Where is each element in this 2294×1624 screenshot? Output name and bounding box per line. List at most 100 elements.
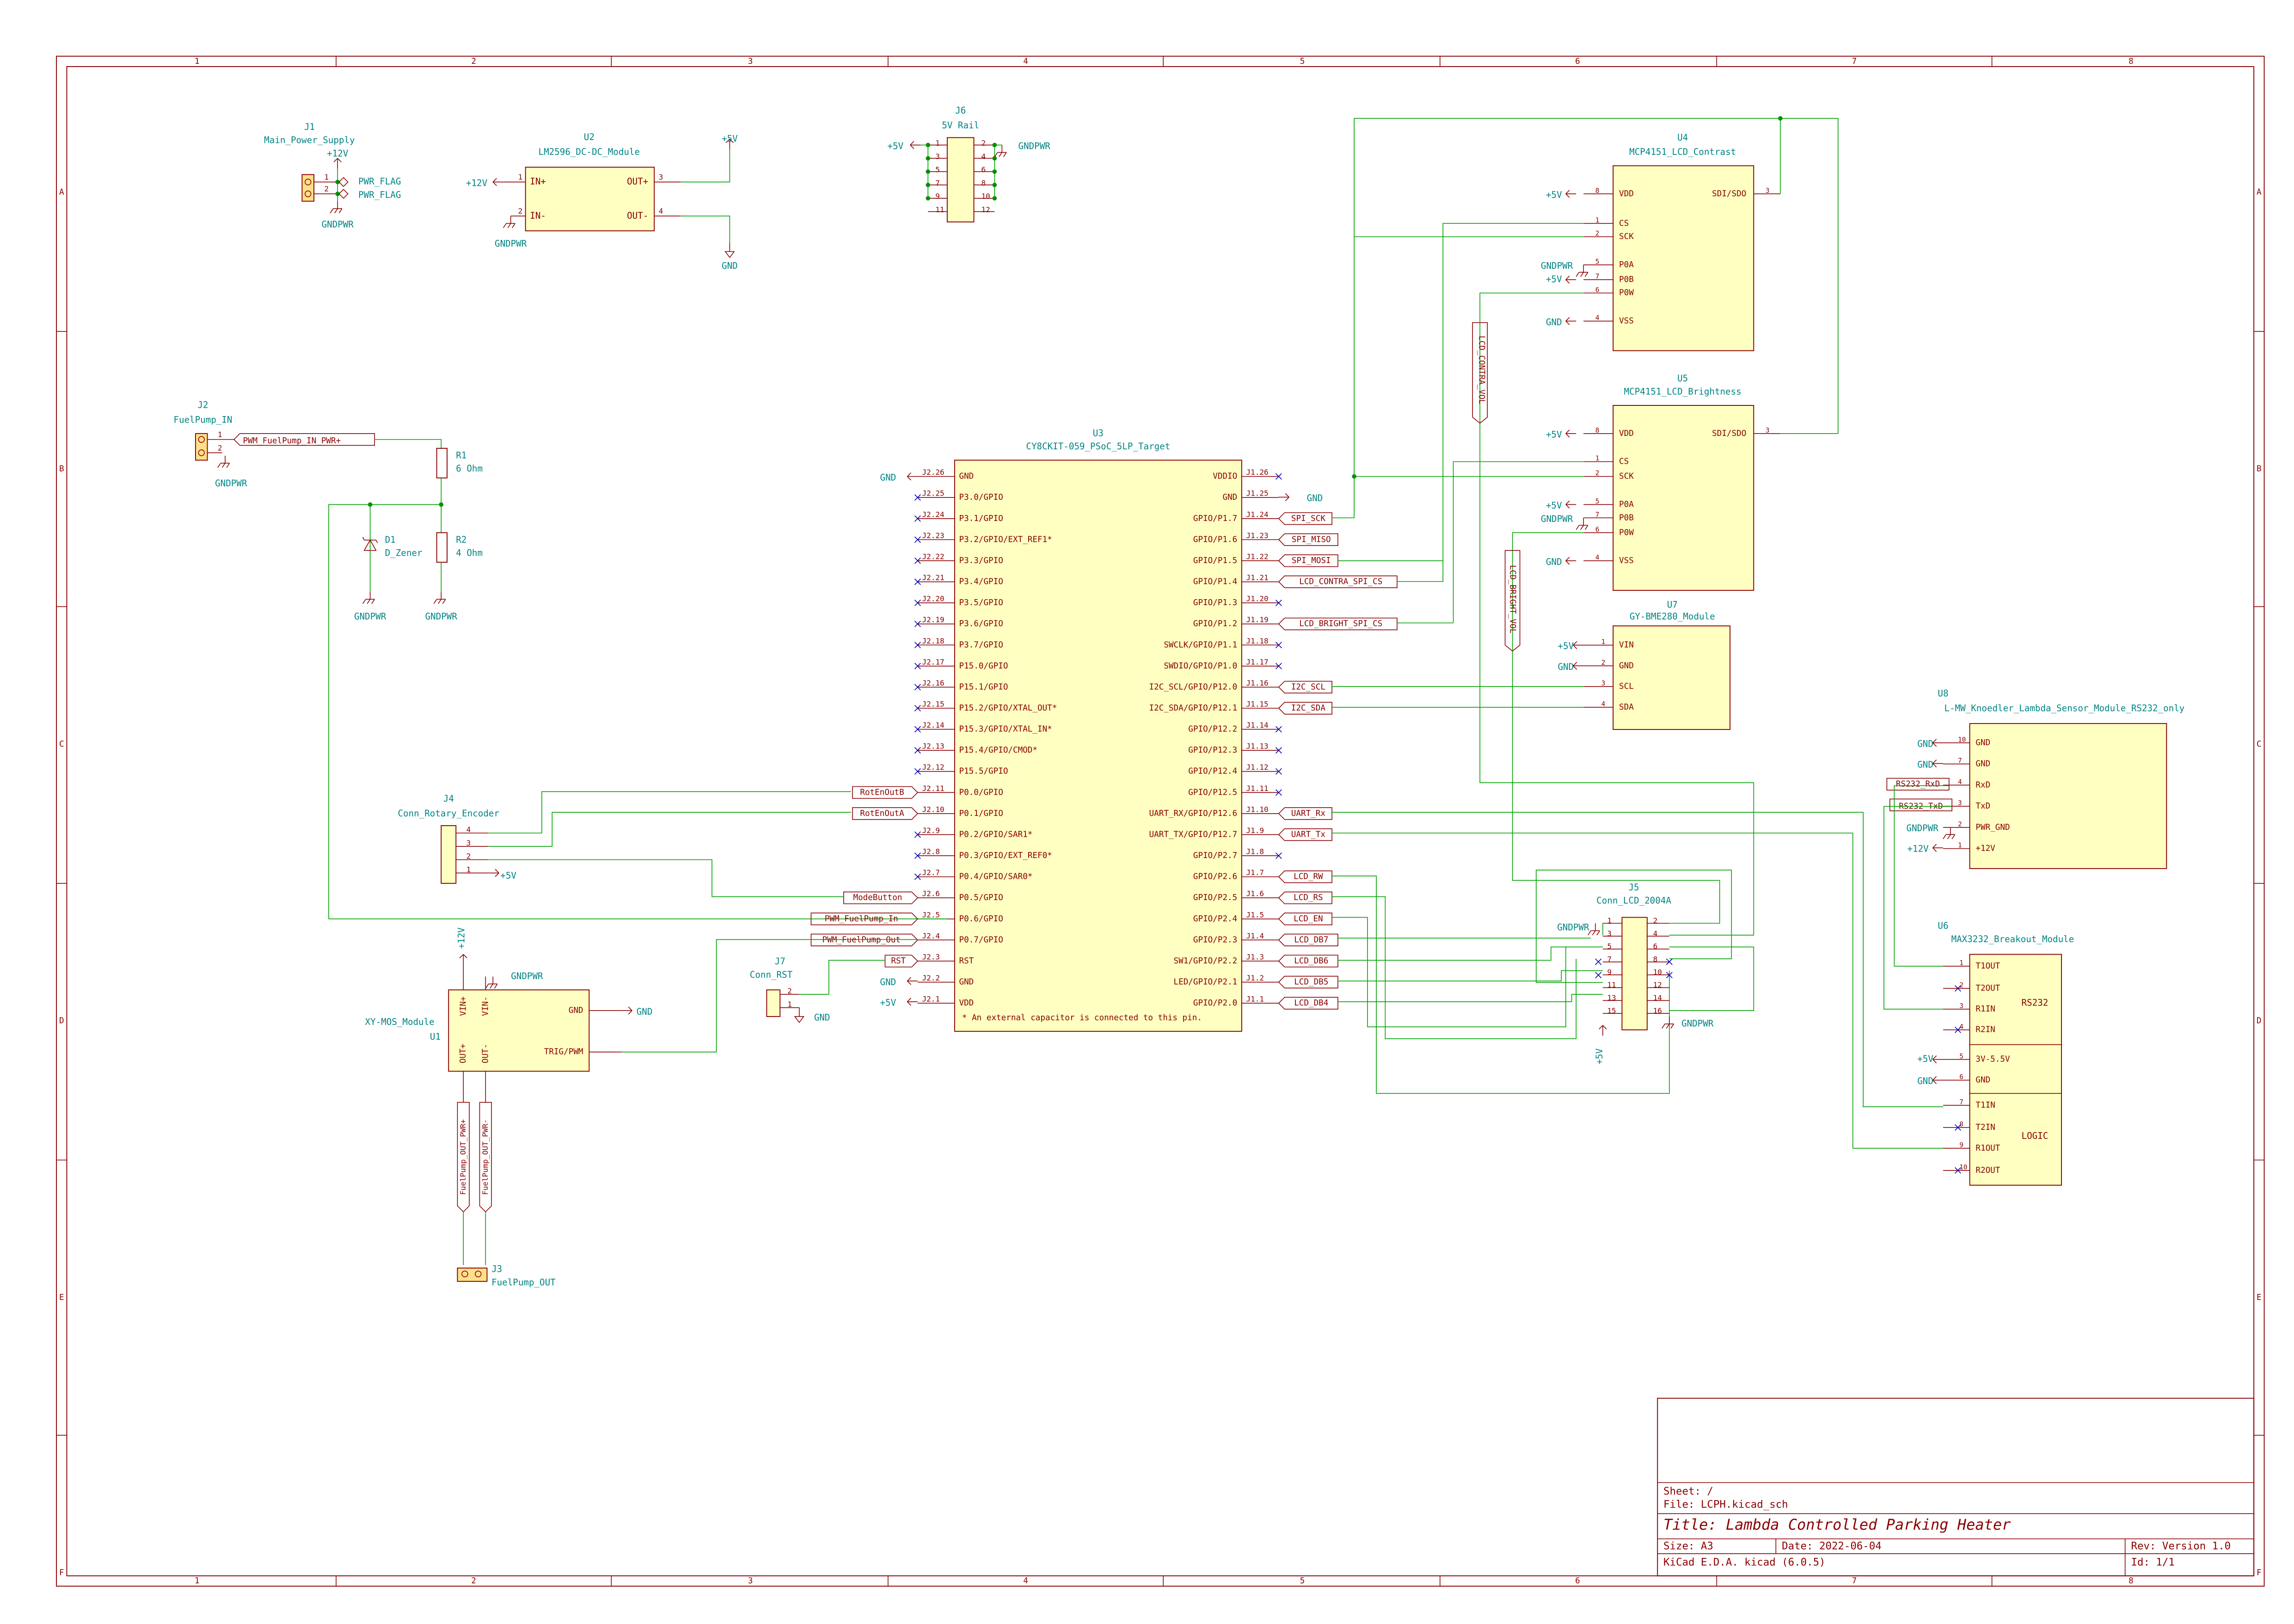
gndpwr-symbol [1662,1023,1665,1029]
u1-value: XY-MOS_Module [365,1017,435,1027]
uart-rx-label-text: UART_Rx [1291,809,1325,818]
pin-num: 7 [1607,955,1612,963]
wire [1332,476,1355,519]
power-symbol [463,954,467,959]
gndpwr-symbol [226,463,230,468]
u3-pin-name: P3.3/GPIO [959,556,1003,565]
u7-pin-name: SCL [1619,682,1634,691]
u8-gnd: GND [1917,738,1933,749]
tb-sheet: Sheet: / [1663,1485,1713,1497]
power-symbol [907,977,912,981]
pin-num: 1 [1595,217,1600,224]
u3-pin-name: P3.2/GPIO/EXT_REF1* [959,535,1052,544]
power-symbol [1565,193,1570,198]
no-connect-mark [1275,726,1282,733]
uart-rx-label [1278,807,1332,820]
gndpwr-symbol [1003,152,1007,157]
u3-pin-num: J2.21 [922,573,944,582]
u3-pin-num: J1.10 [1246,805,1268,814]
j7-gnd: GND [814,1012,830,1023]
u2-pin: IN+ [530,176,546,187]
no-connect-mark [914,852,921,859]
pin-num: 4 [1601,701,1606,708]
u2-pin: OUT+ [627,176,648,187]
j5-ref: J5 [1628,882,1639,893]
modebutton-label-text: ModeButton [853,893,902,902]
power-symbol [907,998,912,1002]
no-connect-mark [914,600,921,607]
j5-value: Conn_LCD_2004A [1596,895,1671,906]
u3-pin-num: J2.19 [922,615,944,624]
gndpwr-symbol [1666,1023,1670,1029]
net-label-bright [1504,550,1521,652]
power-symbol [1932,742,1937,747]
row-letter-right: C [2257,740,2262,749]
pin-num: 13 [1607,993,1616,1002]
no-connect-mark [1595,972,1602,979]
pin-num: 7 [935,178,940,187]
u3-pin-num: J2.13 [922,742,944,751]
rotenoutb-label-text: RotEnOutB [860,788,904,797]
power-symbol [1573,644,1577,650]
power-symbol [1565,320,1570,325]
u4-pin-name: P0A [1619,260,1634,270]
u3-pin-num: J2.4 [922,932,940,940]
u1-label-plus-text: FuelPump_OUT_PWR+ [459,1119,467,1195]
d1-gnd: GNDPWR [354,611,386,622]
pin-num: 1 [1601,638,1606,646]
u3-pin-num: J1.19 [1246,615,1268,624]
u3-pin-name: GND [959,978,974,987]
spi-mosi-label [1278,554,1338,567]
row-letter-right: A [2257,188,2262,197]
power-symbol [910,141,914,146]
power-symbol [1565,429,1570,434]
u1-ref: U1 [430,1031,441,1042]
wire [1479,292,1754,936]
u3-pin-name: GPIO/P1.7 [1193,514,1237,523]
u2-pwr-out: +5V [722,133,738,144]
u2-pin: IN- [530,210,546,221]
u7-body [1613,625,1731,730]
u4-pin-name: CS [1619,219,1629,228]
u5-pwr: +5V [1546,429,1562,440]
pin-num: 6 [1595,286,1600,294]
u3-body [954,460,1242,1032]
j1-gnd-label: GNDPWR [322,219,354,230]
power-symbol [333,158,338,163]
u1-pin: VIN- [481,996,490,1016]
col-number-top: 3 [748,57,753,66]
no-connect-mark [1275,747,1282,754]
u3-pin-num: J1.23 [1246,531,1268,540]
gndpwr-symbol [1584,272,1589,277]
junction-dot [335,191,340,196]
pin-num: 2 [1595,470,1600,477]
u3-pin-name: GPIO/P12.5 [1188,788,1237,797]
wire [488,812,851,847]
u3-pin-name: GPIO/P2.0 [1193,999,1237,1008]
u4-gndpwr: GNDPWR [1541,261,1573,271]
pin-num: 8 [1595,427,1600,434]
no-connect-mark [1275,473,1282,480]
u3-pin-num: J2.23 [922,531,944,540]
no-connect-mark [1595,958,1602,965]
gndpwr-symbol [999,152,1002,157]
u3-pin-num: J1.22 [1246,552,1268,561]
junction-dot [926,183,931,187]
pin-num: 9 [1959,1141,1963,1149]
no-connect-mark [1955,1124,1961,1131]
uart-tx-label-text: UART_Tx [1291,830,1325,839]
pin-num: 2 [1595,230,1600,238]
u3-pin-num: J2.26 [922,468,944,477]
u3-pin-name: GPIO/P1.5 [1193,556,1237,565]
wire [1337,970,1603,981]
no-connect-mark [914,536,921,543]
power-symbol [1932,847,1937,852]
col-number-top: 7 [1852,57,1857,66]
wire [1512,532,1720,924]
r1-value: 6 Ohm [456,463,483,474]
junction-dot [992,142,997,147]
u3-gnd-left: GND [880,472,896,483]
u3-pin-name: P0.0/GPIO [959,788,1003,797]
pin-num: 8 [1959,1121,1963,1128]
lcd-rs-label-text: LCD_RS [1294,893,1323,902]
